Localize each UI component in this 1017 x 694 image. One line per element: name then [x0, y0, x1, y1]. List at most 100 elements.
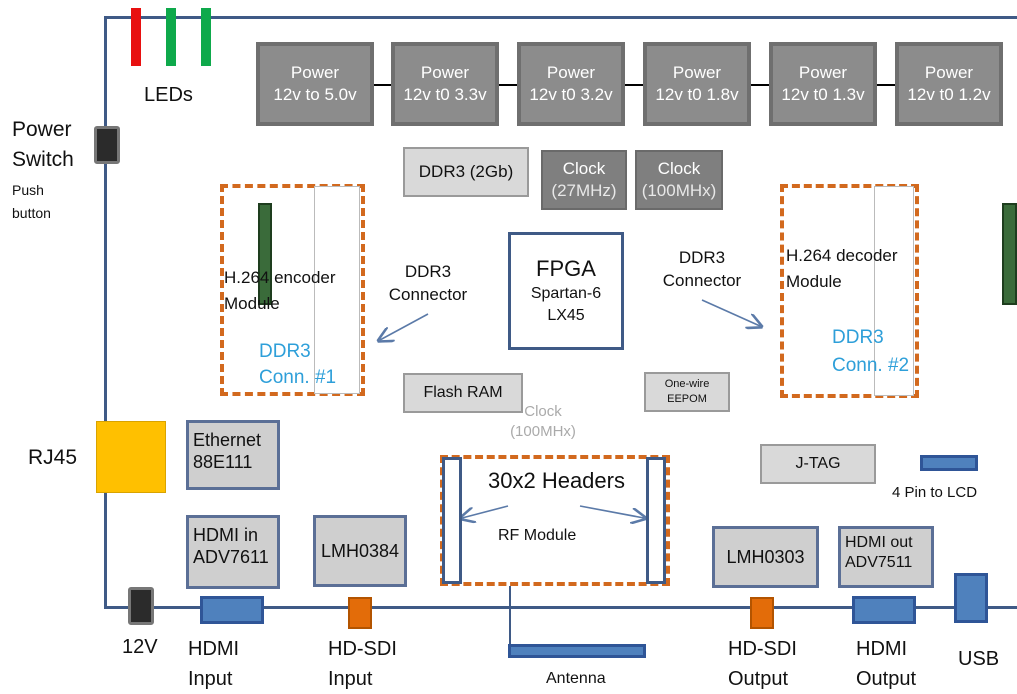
label-hdsdi-input-2: Input: [328, 668, 373, 690]
headers-title: 30x2 Headers: [488, 468, 625, 493]
label-antenna: Antenna: [546, 670, 606, 687]
lmh0303-chip: LMH0303: [712, 526, 819, 588]
label-hdsdi-output-1: HD-SDI: [728, 638, 797, 660]
arrow-headers-left: [462, 505, 509, 518]
label-hdmi-input-1: HDMI: [188, 638, 240, 660]
power-switch-label-3: Push: [12, 182, 44, 198]
hdmi-out-chip: HDMI out ADV7511: [838, 526, 934, 588]
led-red: [131, 8, 141, 66]
ethernet-chip: Ethernet 88E111: [186, 420, 280, 490]
arrow-ddr3-right: [701, 299, 760, 326]
ddr3-connector-left-line2: Connector: [388, 285, 468, 304]
power-module-1v2: Power 12v t0 1.2v: [895, 42, 1003, 126]
power-module-1v2-line2: 12v t0 1.2v: [907, 85, 991, 104]
label-hdsdi-input: HD-SDI Input: [328, 634, 397, 694]
fpga-line2: Spartan-6: [530, 285, 602, 302]
encoder-connector-outline: [314, 186, 360, 394]
label-12v: 12V: [122, 636, 158, 658]
dc-12v-connector: [128, 587, 154, 625]
header-right-strip: [646, 457, 666, 584]
ddr3-connector-right-label: DDR3 Connector: [652, 246, 752, 292]
arrow-headers-right: [579, 505, 644, 518]
encoder-ddr3-label-2: Conn. #1: [259, 367, 337, 388]
power-module-3v2-line1: Power: [546, 63, 596, 82]
label-hdmi-output-2: Output: [856, 668, 917, 690]
power-module-3v3-line2: 12v t0 3.3v: [403, 85, 487, 104]
led-green-2: [201, 8, 211, 66]
decoder-label-1: H.264 decoder: [786, 246, 898, 265]
power-switch-label-4: button: [12, 205, 51, 221]
clock-100mhz-lower-line2: (100MHx): [510, 423, 576, 440]
decoder-chip: [1002, 203, 1017, 305]
encoder-module: [220, 184, 365, 396]
power-switch: [94, 126, 120, 164]
power-module-1v8: Power 12v t0 1.8v: [643, 42, 751, 126]
ethernet-line2: 88E111: [193, 452, 253, 472]
ddr3-connector-right-line1: DDR3: [678, 248, 726, 267]
led-green-1: [166, 8, 176, 66]
label-usb: USB: [958, 648, 1000, 670]
lmh0384-chip: LMH0384: [313, 515, 407, 587]
board-bottom-edge: [104, 606, 1017, 609]
power-switch-label-2: Switch: [12, 148, 74, 171]
lcd-connector: [920, 455, 978, 471]
label-hdsdi-output-2: Output: [728, 668, 789, 690]
power-module-1v2-line1: Power: [924, 63, 974, 82]
ddr3-connector-right-line2: Connector: [662, 271, 742, 290]
power-chain-line: [370, 84, 900, 86]
power-switch-label-1: Power: [12, 118, 72, 141]
leds-label: LEDs: [144, 84, 193, 106]
power-module-3v3-line1: Power: [420, 63, 470, 82]
hdsdi-output-connector: [750, 597, 774, 629]
one-wire-line2: EEPOM: [667, 393, 707, 405]
board-left-edge: [104, 16, 107, 609]
fpga-line1: FPGA: [536, 256, 596, 281]
power-module-1v8-line2: 12v t0 1.8v: [655, 85, 739, 104]
power-module-1v8-line1: Power: [672, 63, 722, 82]
fpga: FPGA Spartan-6 LX45: [508, 232, 624, 350]
clock-27mhz-line2: (27MHz): [551, 181, 617, 200]
power-module-3v3: Power 12v t0 3.3v: [391, 42, 499, 126]
decoder-label-2: Module: [786, 272, 842, 291]
rf-module-label: RF Module: [498, 527, 577, 544]
clock-100mhz-lower: Clock (100MHx): [496, 402, 590, 442]
power-module-1v3-line1: Power: [798, 63, 848, 82]
ddr3-connector-left-line1: DDR3: [404, 262, 452, 281]
decoder-connector-outline: [874, 186, 914, 396]
hdmi-in-line1: HDMI in: [193, 525, 259, 545]
hdmi-in-line2: ADV7611: [193, 547, 269, 567]
lcd-label: 4 Pin to LCD: [892, 484, 978, 501]
power-module-3v2-line2: 12v t0 3.2v: [529, 85, 613, 104]
decoder-ddr3-label-1: DDR3: [832, 327, 884, 348]
clock-100mhz-lower-line1: Clock: [524, 403, 562, 420]
power-module-5v-line2: 12v to 5.0v: [273, 85, 357, 104]
board-top-edge: [104, 16, 1017, 19]
jtag: J-TAG: [760, 444, 876, 484]
label-hdmi-output: HDMI Output: [856, 634, 916, 694]
label-hdmi-output-1: HDMI: [856, 638, 908, 660]
ethernet-line1: Ethernet: [193, 430, 262, 450]
hdmi-in-chip: HDMI in ADV7611: [186, 515, 280, 589]
flash-ram: Flash RAM: [403, 373, 523, 413]
clock-27mhz: Clock (27MHz): [541, 150, 627, 210]
antenna-bar: [508, 644, 646, 658]
ddr3-chip: DDR3 (2Gb): [403, 147, 529, 197]
label-hdsdi-input-1: HD-SDI: [328, 638, 397, 660]
encoder-label-2: Module: [224, 294, 280, 313]
label-hdmi-input: HDMI Input: [188, 634, 239, 694]
decoder-module: [780, 184, 919, 398]
label-hdsdi-output: HD-SDI Output: [728, 634, 797, 694]
hdmi-output-connector: [852, 596, 916, 624]
power-module-1v3: Power 12v t0 1.3v: [769, 42, 877, 126]
decoder-ddr3-label-2: Conn. #2: [832, 355, 910, 376]
power-module-3v2: Power 12v t0 3.2v: [517, 42, 625, 126]
clock-100mhz-line1: Clock: [657, 159, 701, 178]
arrow-ddr3-left: [380, 313, 429, 340]
encoder-ddr3-label-1: DDR3: [259, 341, 311, 362]
encoder-chip: [258, 203, 272, 305]
one-wire-line1: One-wire: [664, 378, 710, 390]
clock-100mhz-line2: (100MHx): [641, 181, 717, 200]
hdmi-out-line2: ADV7511: [845, 554, 913, 571]
usb-connector: [954, 573, 988, 623]
